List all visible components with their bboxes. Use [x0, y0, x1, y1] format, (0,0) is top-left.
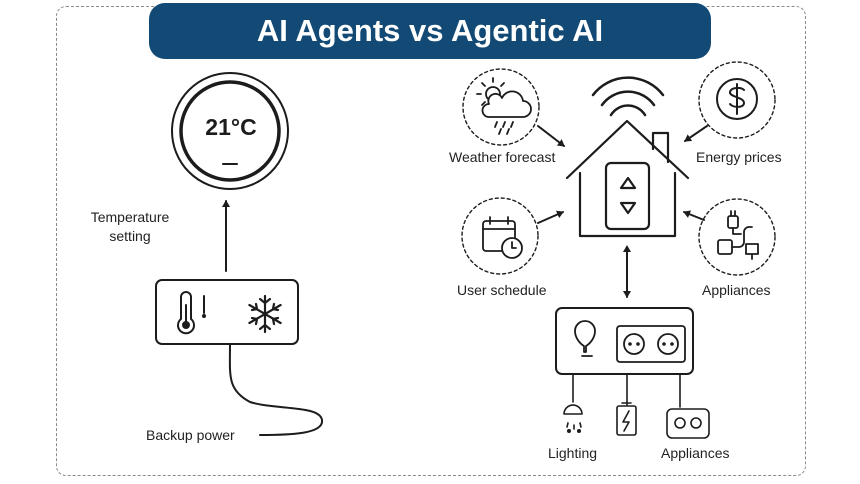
snowflake-icon — [248, 294, 282, 334]
lighting-label: Lighting — [548, 445, 598, 461]
user-schedule-label: User schedule — [457, 282, 547, 298]
calendar-clock-icon — [482, 216, 523, 259]
schedule-arrow — [537, 210, 564, 224]
appliances-output-label: Appliances — [661, 445, 730, 461]
appliances-bubble — [698, 198, 776, 276]
hub-panel — [555, 307, 694, 375]
appliances-input-label: Appliances — [702, 282, 771, 298]
thermostat-dial — [171, 72, 289, 190]
control-unit — [155, 279, 299, 345]
energy-prices-label: Energy prices — [696, 149, 782, 165]
bulb-icon — [574, 320, 596, 357]
house-icon — [565, 119, 690, 238]
wifi-icon — [591, 76, 665, 117]
energy-bubble — [698, 61, 776, 139]
thermometer-icon — [177, 291, 206, 335]
appliances-input-arrow — [683, 210, 705, 221]
weather-forecast-label: Weather forecast — [449, 149, 556, 165]
backup-power-cable — [228, 344, 323, 436]
weather-cloud-icon — [476, 77, 532, 135]
backup-power-label: Backup power — [146, 427, 235, 443]
hub-wires — [572, 373, 681, 408]
title-banner: AI Agents vs Agentic AI — [149, 3, 711, 59]
socket-panel-icon — [616, 325, 686, 363]
temperature-setting-label: Temperature setting — [90, 209, 170, 244]
outlet-icon — [666, 408, 710, 439]
dollar-icon — [716, 78, 758, 120]
schedule-bubble — [461, 197, 539, 275]
plug-icon — [717, 210, 759, 260]
lighting-icon — [563, 404, 583, 433]
weather-arrow — [537, 125, 565, 147]
energy-arrow — [684, 125, 708, 142]
weather-bubble — [462, 68, 540, 146]
battery-icon — [616, 402, 637, 436]
page-title: AI Agents vs Agentic AI — [256, 13, 604, 48]
temperature-value: 21°C — [205, 114, 257, 140]
